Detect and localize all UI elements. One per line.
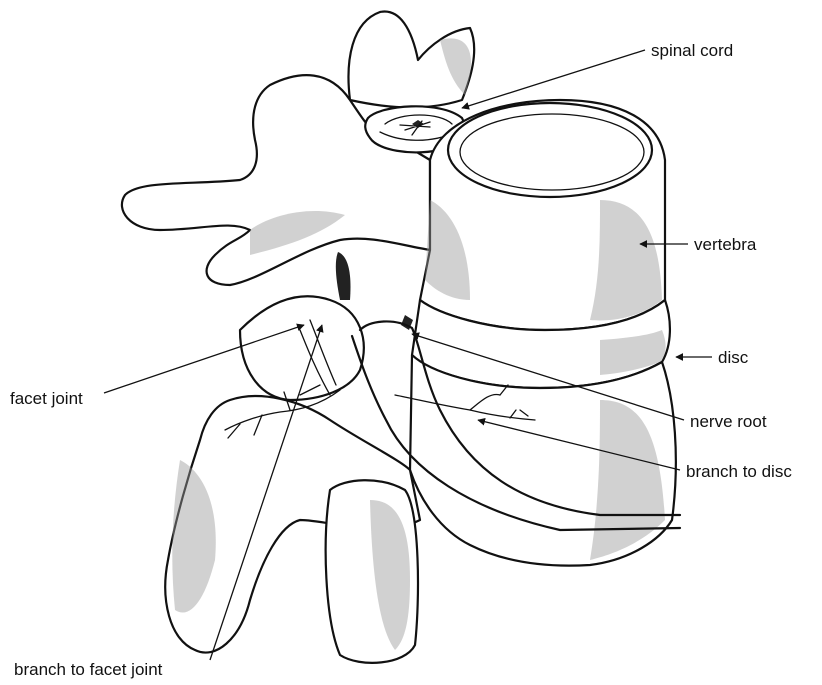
label-vertebra: vertebra: [694, 235, 757, 254]
label-branch-to-facet-joint: branch to facet joint: [14, 660, 163, 679]
label-spinal-cord: spinal cord: [651, 41, 733, 60]
lower-posterior-elements: [165, 252, 420, 663]
vertebral-body: [420, 100, 665, 330]
label-branch-to-disc: branch to disc: [686, 462, 792, 481]
label-disc: disc: [718, 348, 749, 367]
label-facet-joint: facet joint: [10, 389, 83, 408]
label-nerve-root: nerve root: [690, 412, 767, 431]
